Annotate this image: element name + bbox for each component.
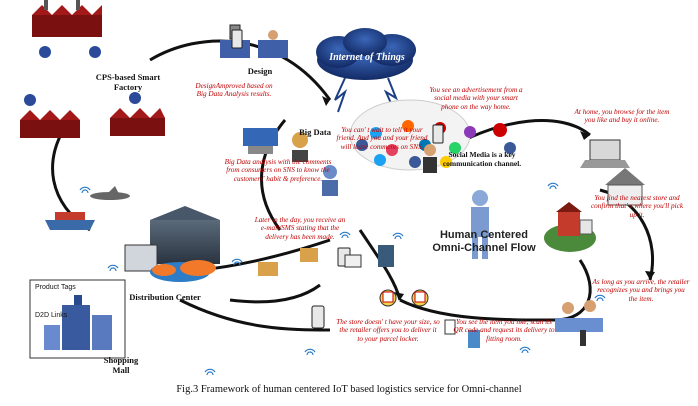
figure-caption: Fig.3 Framework of human centered IoT ba… bbox=[176, 384, 522, 395]
house-icon bbox=[605, 168, 645, 206]
qr-scan-icon bbox=[444, 319, 480, 348]
annotation-store-locker: The store doesn' t have your size, so th… bbox=[336, 318, 440, 343]
distribution-center-label: Distribution Center bbox=[129, 292, 201, 302]
shopping-mall-label: Shopping Mall bbox=[103, 355, 139, 375]
store-icon bbox=[544, 202, 596, 252]
laptop-icon bbox=[580, 139, 630, 168]
annotation-browse: At home, you browse for the item you lik… bbox=[574, 108, 670, 125]
cps-factory-label: CPS-based Smart Factory bbox=[95, 72, 161, 92]
annotation-email-sms: Later in the day, you receive an e-mail/… bbox=[254, 216, 346, 241]
distribution-center-icon bbox=[124, 206, 220, 282]
smartphone-icon bbox=[231, 29, 444, 329]
product-tags-label: Product Tags bbox=[35, 284, 76, 291]
d2d-links-label: D2D Links bbox=[35, 312, 68, 319]
big-data-label: Big Data bbox=[299, 127, 331, 137]
omni-channel-flow-label: Human Centered Omni-Channel Flow bbox=[432, 229, 536, 254]
social-media-label: Social Media is a key communication chan… bbox=[442, 150, 522, 168]
annotation-big-data-analysis: Big Data analysis with the comments from… bbox=[224, 158, 332, 183]
social-media-cluster bbox=[349, 99, 516, 171]
annotation-nearest-store: You find the nearest store and confirm t… bbox=[590, 194, 684, 219]
airplane-icon bbox=[90, 186, 130, 200]
annotation-arrive: As long as you arrive, the retailer reco… bbox=[592, 278, 690, 303]
annotation-advertisement: You see an advertisement from a social m… bbox=[429, 86, 523, 111]
locker-icon bbox=[379, 289, 429, 307]
person-icon bbox=[322, 144, 437, 196]
internet-of-things-label: Internet of Things bbox=[329, 52, 405, 63]
annotation-design-improved: DesignAmproved based on Big Data Analysi… bbox=[195, 82, 273, 99]
internet-of-things-cloud bbox=[316, 28, 416, 113]
retailer-icon bbox=[555, 300, 603, 346]
big-data-icon bbox=[243, 128, 308, 162]
flow-arrows bbox=[322, 96, 655, 300]
factory-icon bbox=[20, 0, 165, 138]
delivery-parcel-icon bbox=[258, 245, 394, 276]
annotation-scan-qr: You see the item you like, scan its QR c… bbox=[453, 318, 555, 343]
shopping-mall-icon bbox=[29, 279, 126, 359]
design-label: Design bbox=[247, 66, 273, 76]
cargo-ship-icon bbox=[45, 212, 95, 230]
annotation-tell-friend: You can' t wait to tell it your friend. … bbox=[336, 126, 428, 151]
wifi-icon bbox=[79, 182, 606, 376]
human-figure-icon bbox=[471, 190, 489, 259]
design-team-icon bbox=[220, 24, 288, 58]
